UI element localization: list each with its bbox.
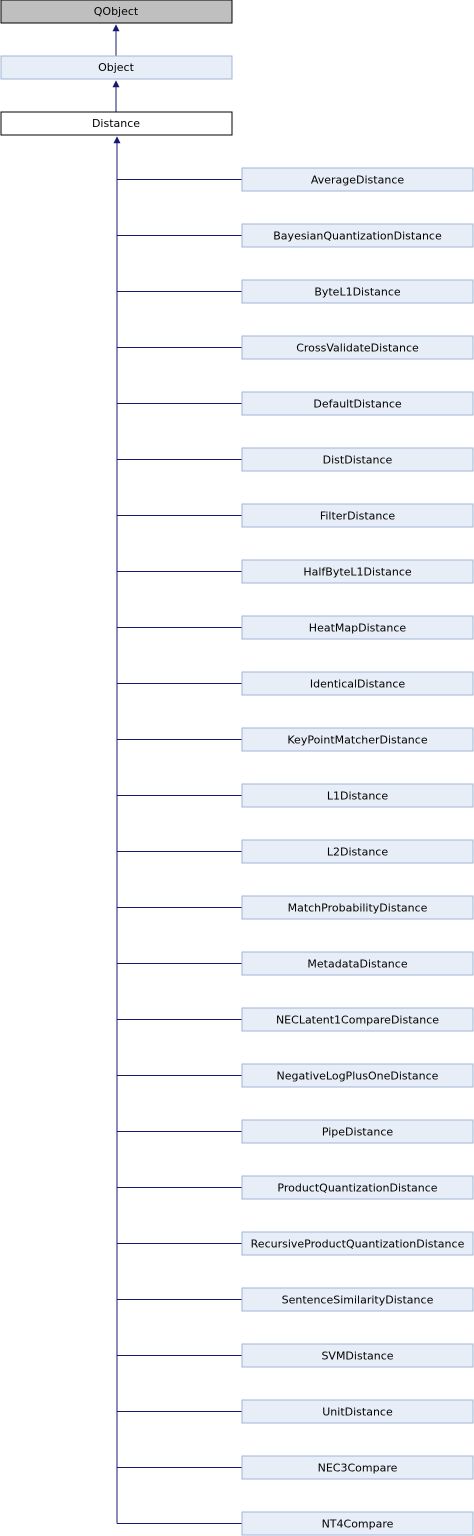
node-bayesian-quantization-distance-label: BayesianQuantizationDistance — [273, 230, 442, 243]
node-nt4-compare-label: NT4Compare — [322, 1518, 394, 1531]
node-nec3-compare-label: NEC3Compare — [318, 1462, 398, 1475]
node-recursive-product-quantization-distance-label: RecursiveProductQuantizationDistance — [251, 1238, 465, 1251]
node-object[interactable]: Object — [0, 55, 233, 80]
node-half-byte-l1-distance[interactable]: HalfByteL1Distance — [241, 559, 474, 584]
node-half-byte-l1-distance-label: HalfByteL1Distance — [303, 566, 412, 579]
node-match-probability-distance-label: MatchProbabilityDistance — [288, 902, 428, 915]
node-object-label: Object — [98, 61, 135, 74]
node-svm-distance-label: SVMDistance — [321, 1350, 393, 1363]
node-bayesian-quantization-distance[interactable]: BayesianQuantizationDistance — [241, 223, 474, 248]
node-heat-map-distance[interactable]: HeatMapDistance — [241, 615, 474, 640]
node-average-distance[interactable]: AverageDistance — [241, 167, 474, 192]
node-filter-distance[interactable]: FilterDistance — [241, 503, 474, 528]
node-distance-label: Distance — [92, 117, 140, 130]
node-cross-validate-distance-label: CrossValidateDistance — [296, 342, 419, 355]
node-dist-distance-label: DistDistance — [323, 454, 393, 467]
node-l2-distance[interactable]: L2Distance — [241, 839, 474, 864]
node-qobject-label: QObject — [94, 5, 139, 18]
node-average-distance-label: AverageDistance — [311, 174, 405, 187]
node-heat-map-distance-label: HeatMapDistance — [309, 622, 407, 635]
node-l2-distance-label: L2Distance — [327, 846, 388, 859]
node-unit-distance[interactable]: UnitDistance — [241, 1399, 474, 1424]
node-byte-l1-distance[interactable]: ByteL1Distance — [241, 279, 474, 304]
node-negative-log-plus-one-distance[interactable]: NegativeLogPlusOneDistance — [241, 1063, 474, 1088]
node-identical-distance[interactable]: IdenticalDistance — [241, 671, 474, 696]
node-default-distance-label: DefaultDistance — [313, 398, 402, 411]
node-pipe-distance-label: PipeDistance — [322, 1126, 394, 1139]
node-negative-log-plus-one-distance-label: NegativeLogPlusOneDistance — [277, 1070, 439, 1083]
node-pipe-distance[interactable]: PipeDistance — [241, 1119, 474, 1144]
node-qobject[interactable]: QObject — [0, 0, 233, 24]
node-cross-validate-distance[interactable]: CrossValidateDistance — [241, 335, 474, 360]
node-product-quantization-distance-label: ProductQuantizationDistance — [277, 1182, 437, 1195]
node-distance: Distance — [0, 111, 233, 136]
node-l1-distance[interactable]: L1Distance — [241, 783, 474, 808]
node-svm-distance[interactable]: SVMDistance — [241, 1343, 474, 1368]
node-sentence-similarity-distance[interactable]: SentenceSimilarityDistance — [241, 1287, 474, 1312]
node-sentence-similarity-distance-label: SentenceSimilarityDistance — [282, 1294, 434, 1307]
node-nt4-compare[interactable]: NT4Compare — [241, 1511, 474, 1536]
inheritance-edges — [112, 24, 242, 1524]
node-product-quantization-distance[interactable]: ProductQuantizationDistance — [241, 1175, 474, 1200]
node-filter-distance-label: FilterDistance — [320, 510, 396, 523]
node-recursive-product-quantization-distance[interactable]: RecursiveProductQuantizationDistance — [241, 1231, 474, 1256]
node-nec3-compare[interactable]: NEC3Compare — [241, 1455, 474, 1480]
node-default-distance[interactable]: DefaultDistance — [241, 391, 474, 416]
node-identical-distance-label: IdenticalDistance — [310, 678, 406, 691]
node-nec-latent1-compare-distance-label: NECLatent1CompareDistance — [276, 1014, 439, 1027]
node-key-point-matcher-distance-label: KeyPointMatcherDistance — [287, 734, 427, 747]
node-match-probability-distance[interactable]: MatchProbabilityDistance — [241, 895, 474, 920]
node-nec-latent1-compare-distance[interactable]: NECLatent1CompareDistance — [241, 1007, 474, 1032]
node-byte-l1-distance-label: ByteL1Distance — [314, 286, 401, 299]
node-metadata-distance[interactable]: MetadataDistance — [241, 951, 474, 976]
child-nodes: AverageDistanceBayesianQuantizationDista… — [241, 167, 474, 1536]
node-dist-distance[interactable]: DistDistance — [241, 447, 474, 472]
node-metadata-distance-label: MetadataDistance — [307, 958, 407, 971]
node-unit-distance-label: UnitDistance — [322, 1406, 393, 1419]
child-edges — [113, 136, 242, 1524]
node-key-point-matcher-distance[interactable]: KeyPointMatcherDistance — [241, 727, 474, 752]
node-l1-distance-label: L1Distance — [327, 790, 388, 803]
